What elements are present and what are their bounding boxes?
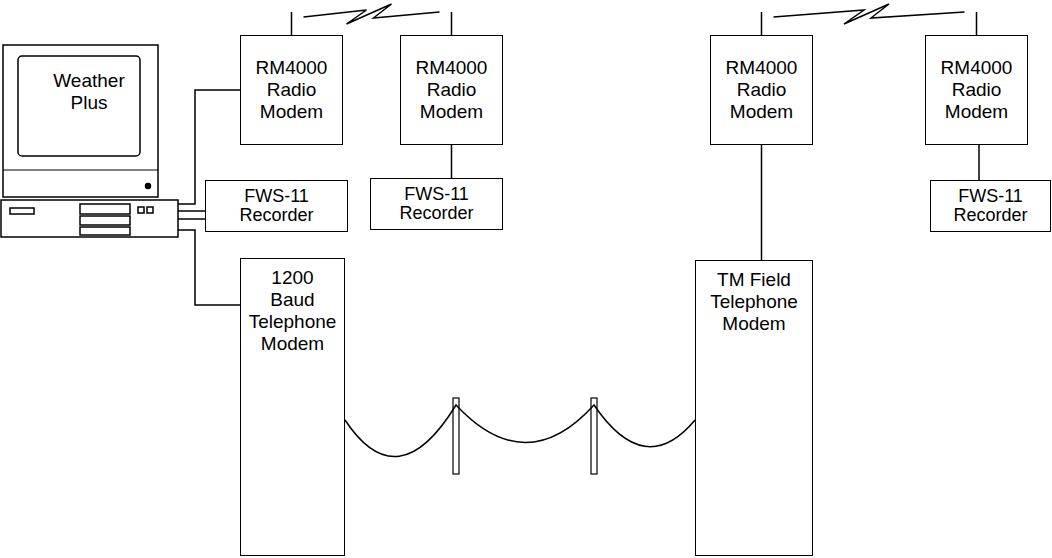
telephone-modem-box: TM Field Telephone Modem [695, 260, 813, 556]
drive-slot [10, 208, 34, 214]
radio-modem-box: RM4000 Radio Modem [240, 35, 343, 145]
case-button [138, 207, 144, 213]
connector-line [978, 145, 980, 180]
monitor [3, 45, 158, 197]
connector-line [345, 405, 695, 457]
drive-bay [80, 216, 130, 225]
drive-bay [80, 227, 130, 235]
case-button [147, 207, 153, 213]
screen-label: Weather Plus [44, 70, 134, 114]
box-label: TM Field Telephone Modem [702, 269, 806, 335]
box-label: FWS-11 Recorder [937, 187, 1044, 226]
box-label: RM4000 Radio Modem [932, 57, 1021, 123]
drive-bay [80, 204, 130, 214]
screen [18, 56, 140, 156]
box-label: RM4000 Radio Modem [247, 57, 336, 123]
power-led [146, 184, 151, 189]
box-label: RM4000 Radio Modem [407, 57, 496, 123]
connector-line [292, 4, 452, 35]
box-label: 1200 Baud Telephone Modem [247, 267, 338, 354]
radio-modem-box: RM4000 Radio Modem [925, 35, 1028, 145]
computer-case [1, 200, 178, 237]
recorder-box: FWS-11 Recorder [205, 180, 348, 232]
radio-modem-box: RM4000 Radio Modem [710, 35, 813, 145]
telephone-pole [591, 398, 597, 474]
recorder-box: FWS-11 Recorder [370, 178, 503, 230]
box-label: RM4000 Radio Modem [717, 57, 806, 123]
box-label: FWS-11 Recorder [212, 187, 341, 226]
telephone-modem-box: 1200 Baud Telephone Modem [240, 258, 345, 556]
connector-line [178, 230, 240, 305]
connector-line [761, 145, 763, 260]
monitor-bezel [3, 170, 158, 171]
recorder-box: FWS-11 Recorder [930, 180, 1051, 232]
connector-line [178, 211, 205, 219]
box-label: FWS-11 Recorder [377, 185, 496, 224]
computer-node: Weather Plus [0, 42, 178, 238]
connector-line [762, 4, 977, 35]
radio-modem-box: RM4000 Radio Modem [400, 35, 503, 145]
connector-line [451, 145, 453, 178]
